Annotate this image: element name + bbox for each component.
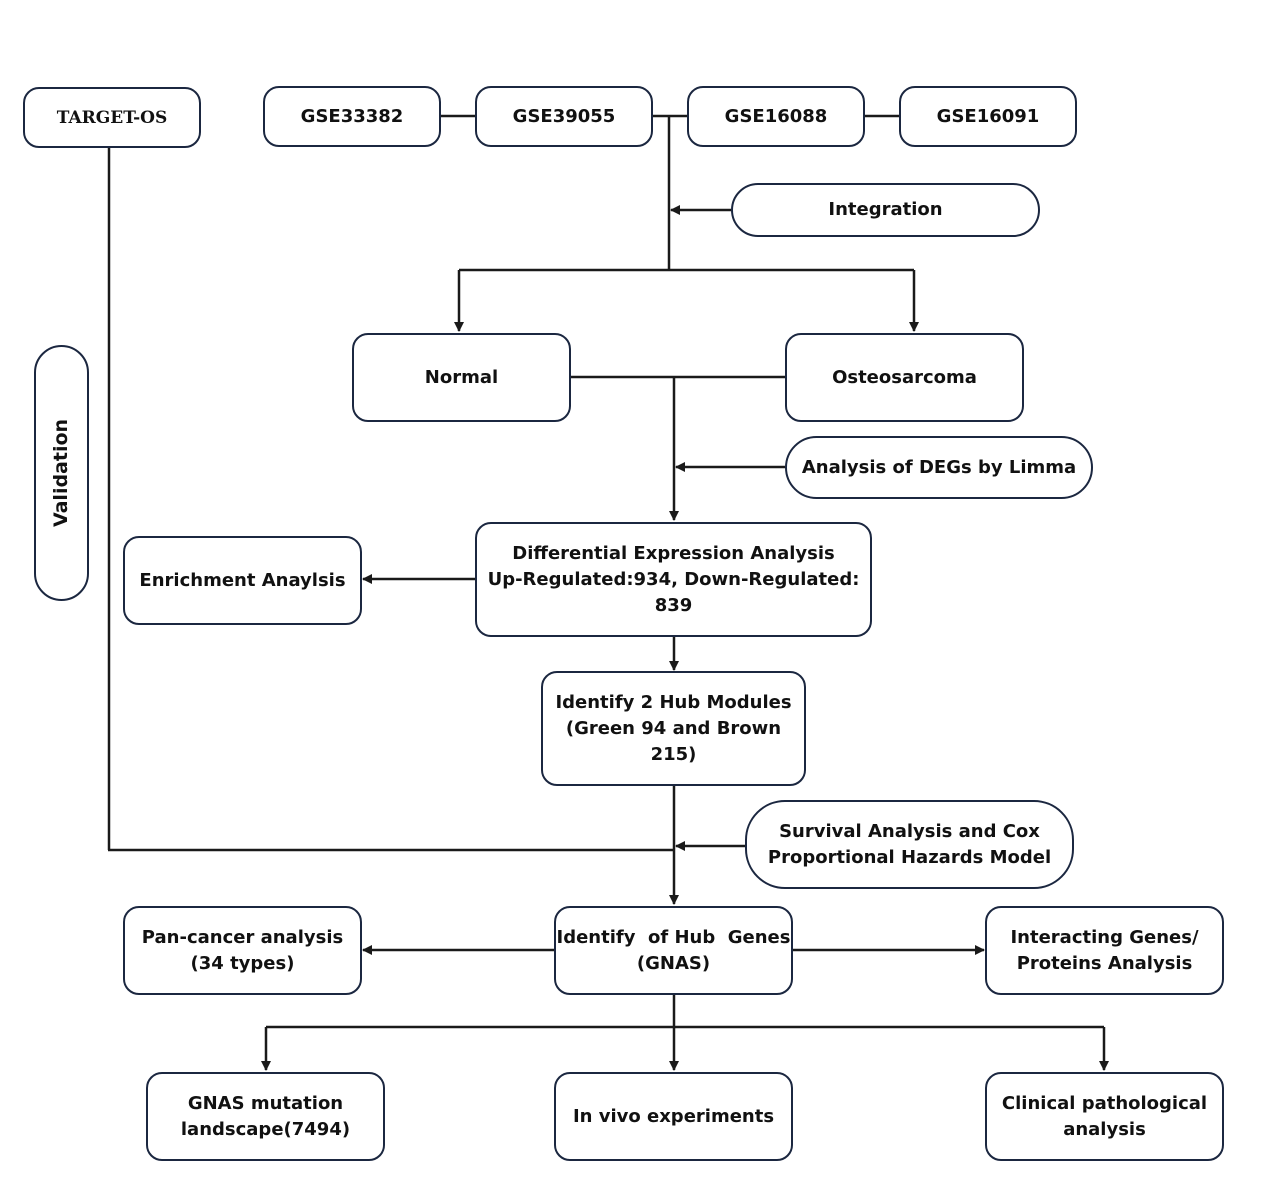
node-survival-line2: Proportional Hazards Model [767,846,1052,868]
node-gse16091: GSE16091 [899,86,1077,147]
node-target-os: TARGET-OS [23,87,201,148]
node-dea-line3: 839 [654,594,693,616]
node-hub-genes: Identify of Hub Genes (GNAS) [554,906,793,995]
node-degs-limma-label: Analysis of DEGs by Limma [801,456,1077,478]
node-normal-label: Normal [424,366,499,388]
node-gse39055: GSE39055 [475,86,653,147]
node-hub-genes-line2: (GNAS) [636,952,711,974]
node-osteosarcoma-label: Osteosarcoma [832,366,977,388]
node-clinical: Clinical pathological analysis [985,1072,1224,1161]
node-clinical-line2: analysis [1063,1118,1146,1140]
node-target-os-label: TARGET-OS [56,107,168,128]
node-hub-modules-line2: (Green 94 and Brown 215) [565,717,782,765]
node-gse33382: GSE33382 [263,86,441,147]
node-interacting-line2: Proteins Analysis [1016,952,1193,974]
node-in-vivo: In vivo experiments [554,1072,793,1161]
node-normal: Normal [352,333,571,422]
node-dea-line1: Differential Expression Analysis [512,542,835,564]
node-gse16091-label: GSE16091 [936,105,1040,127]
node-hub-genes-line1: Identify of Hub Genes [556,926,791,948]
node-gse39055-label: GSE39055 [512,105,616,127]
node-integration: Integration [731,183,1040,237]
node-pan-cancer: Pan-cancer analysis (34 types) [123,906,362,995]
node-enrichment-label: Enrichment Anaylsis [139,569,346,591]
node-validation-label: Validation [50,418,73,528]
node-validation: Validation [34,345,89,601]
node-pan-cancer-line2: (34 types) [190,952,295,974]
node-survival-line1: Survival Analysis and Cox [779,820,1040,842]
node-hub-modules: Identify 2 Hub Modules (Green 94 and Bro… [541,671,806,786]
node-in-vivo-label: In vivo experiments [572,1105,775,1127]
node-integration-label: Integration [828,199,943,220]
node-gse16088-label: GSE16088 [724,105,828,127]
node-survival-cox: Survival Analysis and Cox Proportional H… [745,800,1074,889]
node-hub-modules-line1: Identify 2 Hub Modules [555,691,792,713]
node-dea-line2: Up-Regulated:934, Down-Regulated: [487,568,860,590]
node-degs-limma: Analysis of DEGs by Limma [785,436,1093,499]
node-interacting-line1: Interacting Genes/ [1010,926,1199,948]
node-pan-cancer-line1: Pan-cancer analysis [141,926,344,948]
node-gse33382-label: GSE33382 [300,105,404,127]
node-enrichment: Enrichment Anaylsis [123,536,362,625]
node-osteosarcoma: Osteosarcoma [785,333,1024,422]
node-clinical-line1: Clinical pathological [1001,1092,1208,1114]
node-mutation-line1: GNAS mutation [187,1092,344,1114]
node-differential-expression: Differential Expression Analysis Up-Regu… [475,522,872,637]
node-gnas-mutation: GNAS mutation landscape(7494) [146,1072,385,1161]
node-gse16088: GSE16088 [687,86,865,147]
node-mutation-line2: landscape(7494) [180,1118,351,1140]
node-interacting-genes: Interacting Genes/ Proteins Analysis [985,906,1224,995]
